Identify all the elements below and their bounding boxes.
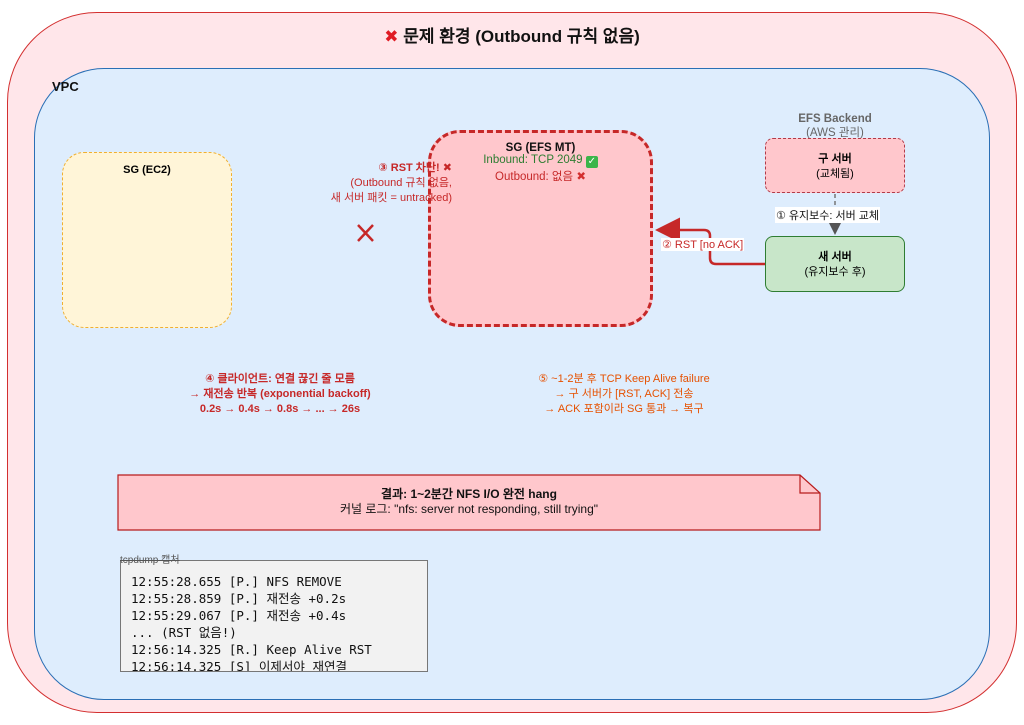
sg-efs-box: SG (EFS MT) Inbound: TCP 2049 ✓ Outbound…	[428, 130, 653, 327]
step3-line1: ③ RST 차단!	[378, 162, 440, 174]
sg-ec2-box: SG (EC2)	[62, 152, 232, 328]
inbound-rule: Inbound: TCP 2049	[483, 154, 583, 166]
tcpdump-label: tcpdump 캡처	[120, 555, 180, 566]
sg-efs-label: SG (EFS MT)	[505, 142, 576, 154]
step5-line3: → ACK 포함이라 SG 통과 → 복구	[544, 403, 704, 415]
tcpdump-line: 12:55:29.067 [P.] 재전송 +0.4s	[131, 608, 347, 623]
tcpdump-line: 12:56:14.325 [R.] Keep Alive RST	[131, 642, 372, 657]
result-line2: 커널 로그: "nfs: server not responding, stil…	[339, 502, 599, 516]
result-note	[117, 474, 821, 531]
diagram-title: ✖ 문제 환경 (Outbound 규칙 없음)	[0, 22, 1024, 47]
result-line1: 결과: 1~2분간 NFS I/O 완전 hang	[381, 487, 557, 501]
new-server-sub: (유지보수 후)	[804, 266, 866, 278]
tcpdump-line: 12:55:28.655 [P.] NFS REMOVE	[131, 574, 342, 589]
cross-mark-icon: ✖	[442, 162, 452, 174]
step3-line2: (Outbound 규칙 없음,	[350, 177, 452, 189]
step1-label: ① 유지보수: 서버 교체	[775, 207, 881, 223]
old-server-sub: (교체됨)	[816, 168, 854, 180]
step4-line3: 0.2s → 0.4s → 0.8s → ... → 26s	[199, 403, 361, 415]
step4-label: ④ 클라이언트: 연결 끊긴 줄 모름 → 재전송 반복 (exponential…	[130, 372, 430, 417]
tcpdump-line: 12:55:28.859 [P.] 재전송 +0.2s	[131, 591, 347, 606]
sg-ec2-label: SG (EC2)	[123, 164, 171, 176]
outbound-rule: Outbound: 없음	[495, 171, 574, 183]
cross-mark-icon: ✖	[384, 27, 399, 46]
step5-label: ⑤ ~1-2분 후 TCP Keep Alive failure → 구 서버가 …	[474, 372, 774, 417]
step4-line2: → 재전송 반복 (exponential backoff)	[189, 388, 371, 400]
title-text: 문제 환경 (Outbound 규칙 없음)	[403, 27, 640, 46]
blocked-cross-icon	[357, 224, 374, 242]
efs-backend-sub: (AWS 관리)	[806, 127, 864, 139]
old-server-box: 구 서버 (교체됨)	[765, 138, 905, 193]
step5-line2: → 구 서버가 [RST, ACK] 전송	[554, 388, 694, 400]
new-server-name: 새 서버	[818, 251, 852, 263]
step5-line1: ⑤ ~1-2분 후 TCP Keep Alive failure	[538, 373, 710, 385]
old-server-name: 구 서버	[818, 153, 852, 165]
tcpdump-box: 12:55:28.655 [P.] NFS REMOVE 12:55:28.859…	[120, 560, 428, 672]
step3-line3: 새 서버 패킷 = untracked)	[330, 192, 452, 204]
efs-backend-label: EFS Backend (AWS 관리)	[765, 112, 905, 140]
step2-label: ② RST [no ACK]	[661, 238, 745, 251]
new-server-box: 새 서버 (유지보수 후)	[765, 236, 905, 292]
step3-label: ③ RST 차단! ✖ (Outbound 규칙 없음, 새 서버 패킷 = unt…	[290, 161, 452, 206]
check-icon: ✓	[585, 156, 598, 168]
cross-mark-icon: ✖	[576, 171, 586, 183]
vpc-label: VPC	[52, 79, 79, 94]
efs-backend-title: EFS Backend	[798, 113, 872, 125]
tcpdump-line: ... (RST 없음!)	[131, 625, 237, 640]
tcpdump-line: 12:56:14.325 [S] 이제서야 재연결	[131, 659, 347, 672]
step4-line1: ④ 클라이언트: 연결 끊긴 줄 모름	[205, 373, 355, 385]
